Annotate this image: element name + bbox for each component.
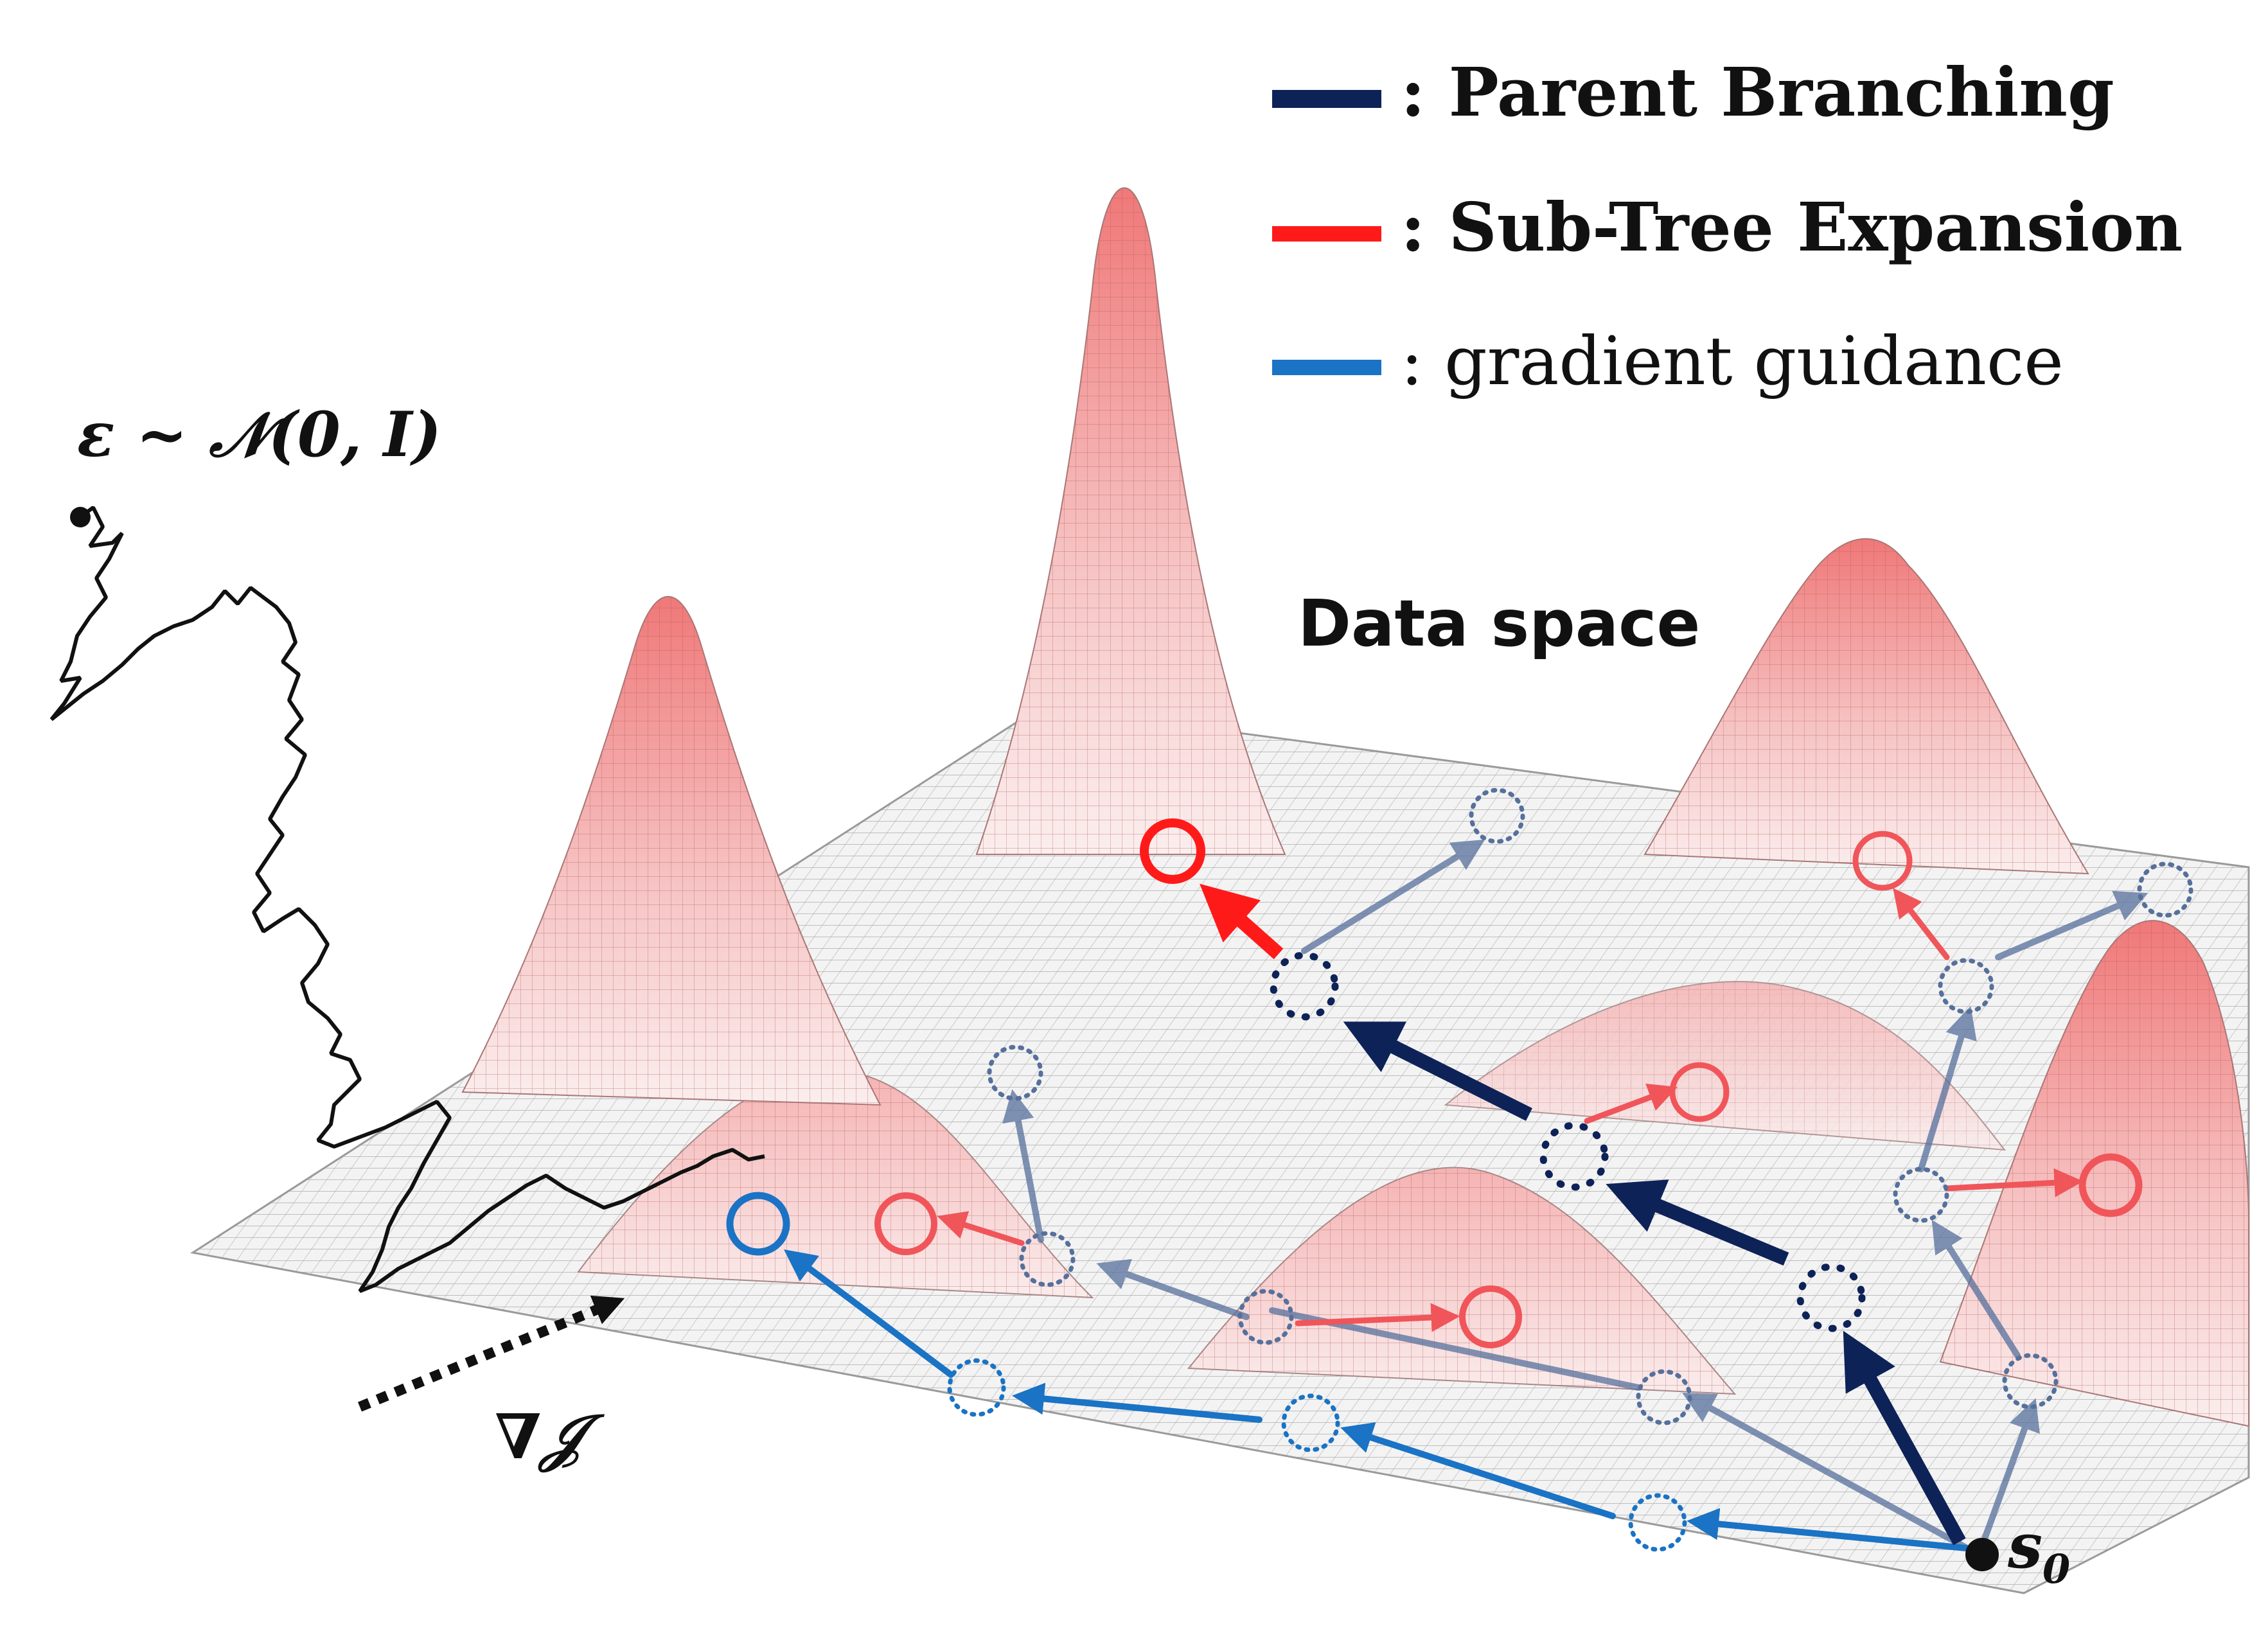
subtree-edges-faded bbox=[937, 888, 2084, 1332]
subtree-edge bbox=[937, 1211, 1025, 1246]
legend-swatch-subtree bbox=[1272, 226, 1381, 242]
gradient-edge bbox=[1687, 1508, 1969, 1551]
candidate-node bbox=[1938, 958, 1994, 1014]
subtree-edge bbox=[1584, 1083, 1678, 1124]
candidate-node bbox=[987, 1045, 1043, 1101]
legend-swatch-parent bbox=[1272, 90, 1381, 108]
parent-branching-edges bbox=[1343, 1021, 1966, 1546]
gradient-edge bbox=[1340, 1422, 1616, 1519]
parent-edge bbox=[1343, 1021, 1532, 1121]
legend-item-subtree: : Sub-Tree Expansion bbox=[1272, 188, 2183, 267]
subtree-leaf-node bbox=[1669, 1062, 1730, 1122]
gradient-node bbox=[1281, 1393, 1340, 1452]
leaf-nodes bbox=[726, 818, 2143, 1348]
candidate-node bbox=[2002, 1353, 2059, 1409]
gradient-edge bbox=[784, 1249, 954, 1378]
subtree-leaf-node bbox=[1459, 1285, 1522, 1348]
dotted-nodes-parent bbox=[1270, 951, 1866, 1332]
legend-label-subtree: : Sub-Tree Expansion bbox=[1401, 188, 2183, 267]
candidate-node bbox=[1237, 1289, 1294, 1345]
faded-edge bbox=[1995, 890, 2148, 960]
parent-node bbox=[1270, 951, 1339, 1021]
parent-edge bbox=[1843, 1330, 1966, 1546]
candidate-node bbox=[2137, 861, 2193, 918]
noise-start-dot bbox=[70, 507, 91, 527]
peak-right-front-mesh bbox=[1940, 921, 2249, 1426]
gradient-guidance-edges bbox=[784, 1249, 1969, 1551]
legend-item-parent: : Parent Branching bbox=[1272, 53, 2114, 132]
start-node-group: s0 bbox=[1965, 1510, 2070, 1592]
data-space-label: Data space bbox=[1298, 586, 1700, 661]
subtree-leaf-node bbox=[1852, 831, 1913, 891]
faded-edge bbox=[1301, 839, 1485, 954]
mound-center-back-mesh bbox=[1446, 982, 2005, 1150]
gradient-node bbox=[1628, 1493, 1687, 1552]
start-node-label: s0 bbox=[2007, 1510, 2070, 1592]
gradient-symbol-label: ∇𝒥 bbox=[495, 1400, 605, 1473]
random-walk-path bbox=[49, 506, 765, 1293]
gradient-leaf-node bbox=[726, 1192, 790, 1256]
peak-right-back-mesh bbox=[1645, 538, 2088, 874]
faded-edge bbox=[1002, 1089, 1044, 1243]
gradient-node bbox=[947, 1358, 1006, 1417]
parent-node bbox=[1539, 1122, 1609, 1191]
faded-edge bbox=[1976, 1398, 2040, 1558]
legend-item-gradient: : gradient guidance bbox=[1272, 322, 2064, 400]
dotted-nodes-faded bbox=[987, 788, 2193, 1425]
gradient-indicator: ∇𝒥 bbox=[357, 1295, 625, 1473]
noise-trajectory bbox=[49, 506, 765, 1293]
candidate-node bbox=[1469, 788, 1525, 844]
peak-left-mesh bbox=[463, 596, 880, 1105]
peak-center-mesh bbox=[977, 188, 1285, 854]
candidate-node bbox=[1893, 1167, 1949, 1223]
candidate-node bbox=[1019, 1231, 1076, 1287]
mound-left-front-mesh bbox=[578, 1070, 1092, 1298]
subtree-edge bbox=[1295, 1303, 1460, 1332]
faded-edge bbox=[1931, 1219, 2021, 1359]
subtree-edge bbox=[1893, 888, 1950, 960]
mound-center-front-mesh bbox=[1189, 1167, 1735, 1394]
legend: : Parent Branching : Sub-Tree Expansion … bbox=[1272, 53, 2183, 400]
subtree-main-edge bbox=[1200, 883, 1284, 960]
faded-edge bbox=[1682, 1393, 1982, 1558]
start-node bbox=[1965, 1538, 1999, 1571]
parent-edge bbox=[1606, 1179, 1789, 1266]
faded-edge bbox=[1918, 1006, 1977, 1172]
parent-node bbox=[1796, 1263, 1866, 1332]
gradient-dotted-arrow bbox=[357, 1295, 625, 1412]
noise-distribution-label: ε ~ 𝒩(0, I) bbox=[77, 398, 441, 471]
legend-label-parent: : Parent Branching bbox=[1401, 53, 2114, 132]
subtree-leaf-node bbox=[874, 1192, 937, 1255]
faded-edge bbox=[1096, 1258, 1250, 1320]
dotted-nodes-gradient bbox=[947, 1358, 1687, 1552]
legend-label-gradient: : gradient guidance bbox=[1401, 322, 2064, 400]
legend-swatch-gradient bbox=[1272, 360, 1381, 375]
data-surface bbox=[190, 187, 2250, 1594]
subtree-edge bbox=[1944, 1168, 2084, 1197]
subtree-leaf-node bbox=[2078, 1153, 2143, 1217]
faded-branches bbox=[1002, 839, 2148, 1558]
gradient-edge bbox=[1012, 1382, 1262, 1423]
subtree-leaf-node bbox=[1140, 818, 1205, 884]
candidate-node bbox=[1636, 1369, 1692, 1425]
